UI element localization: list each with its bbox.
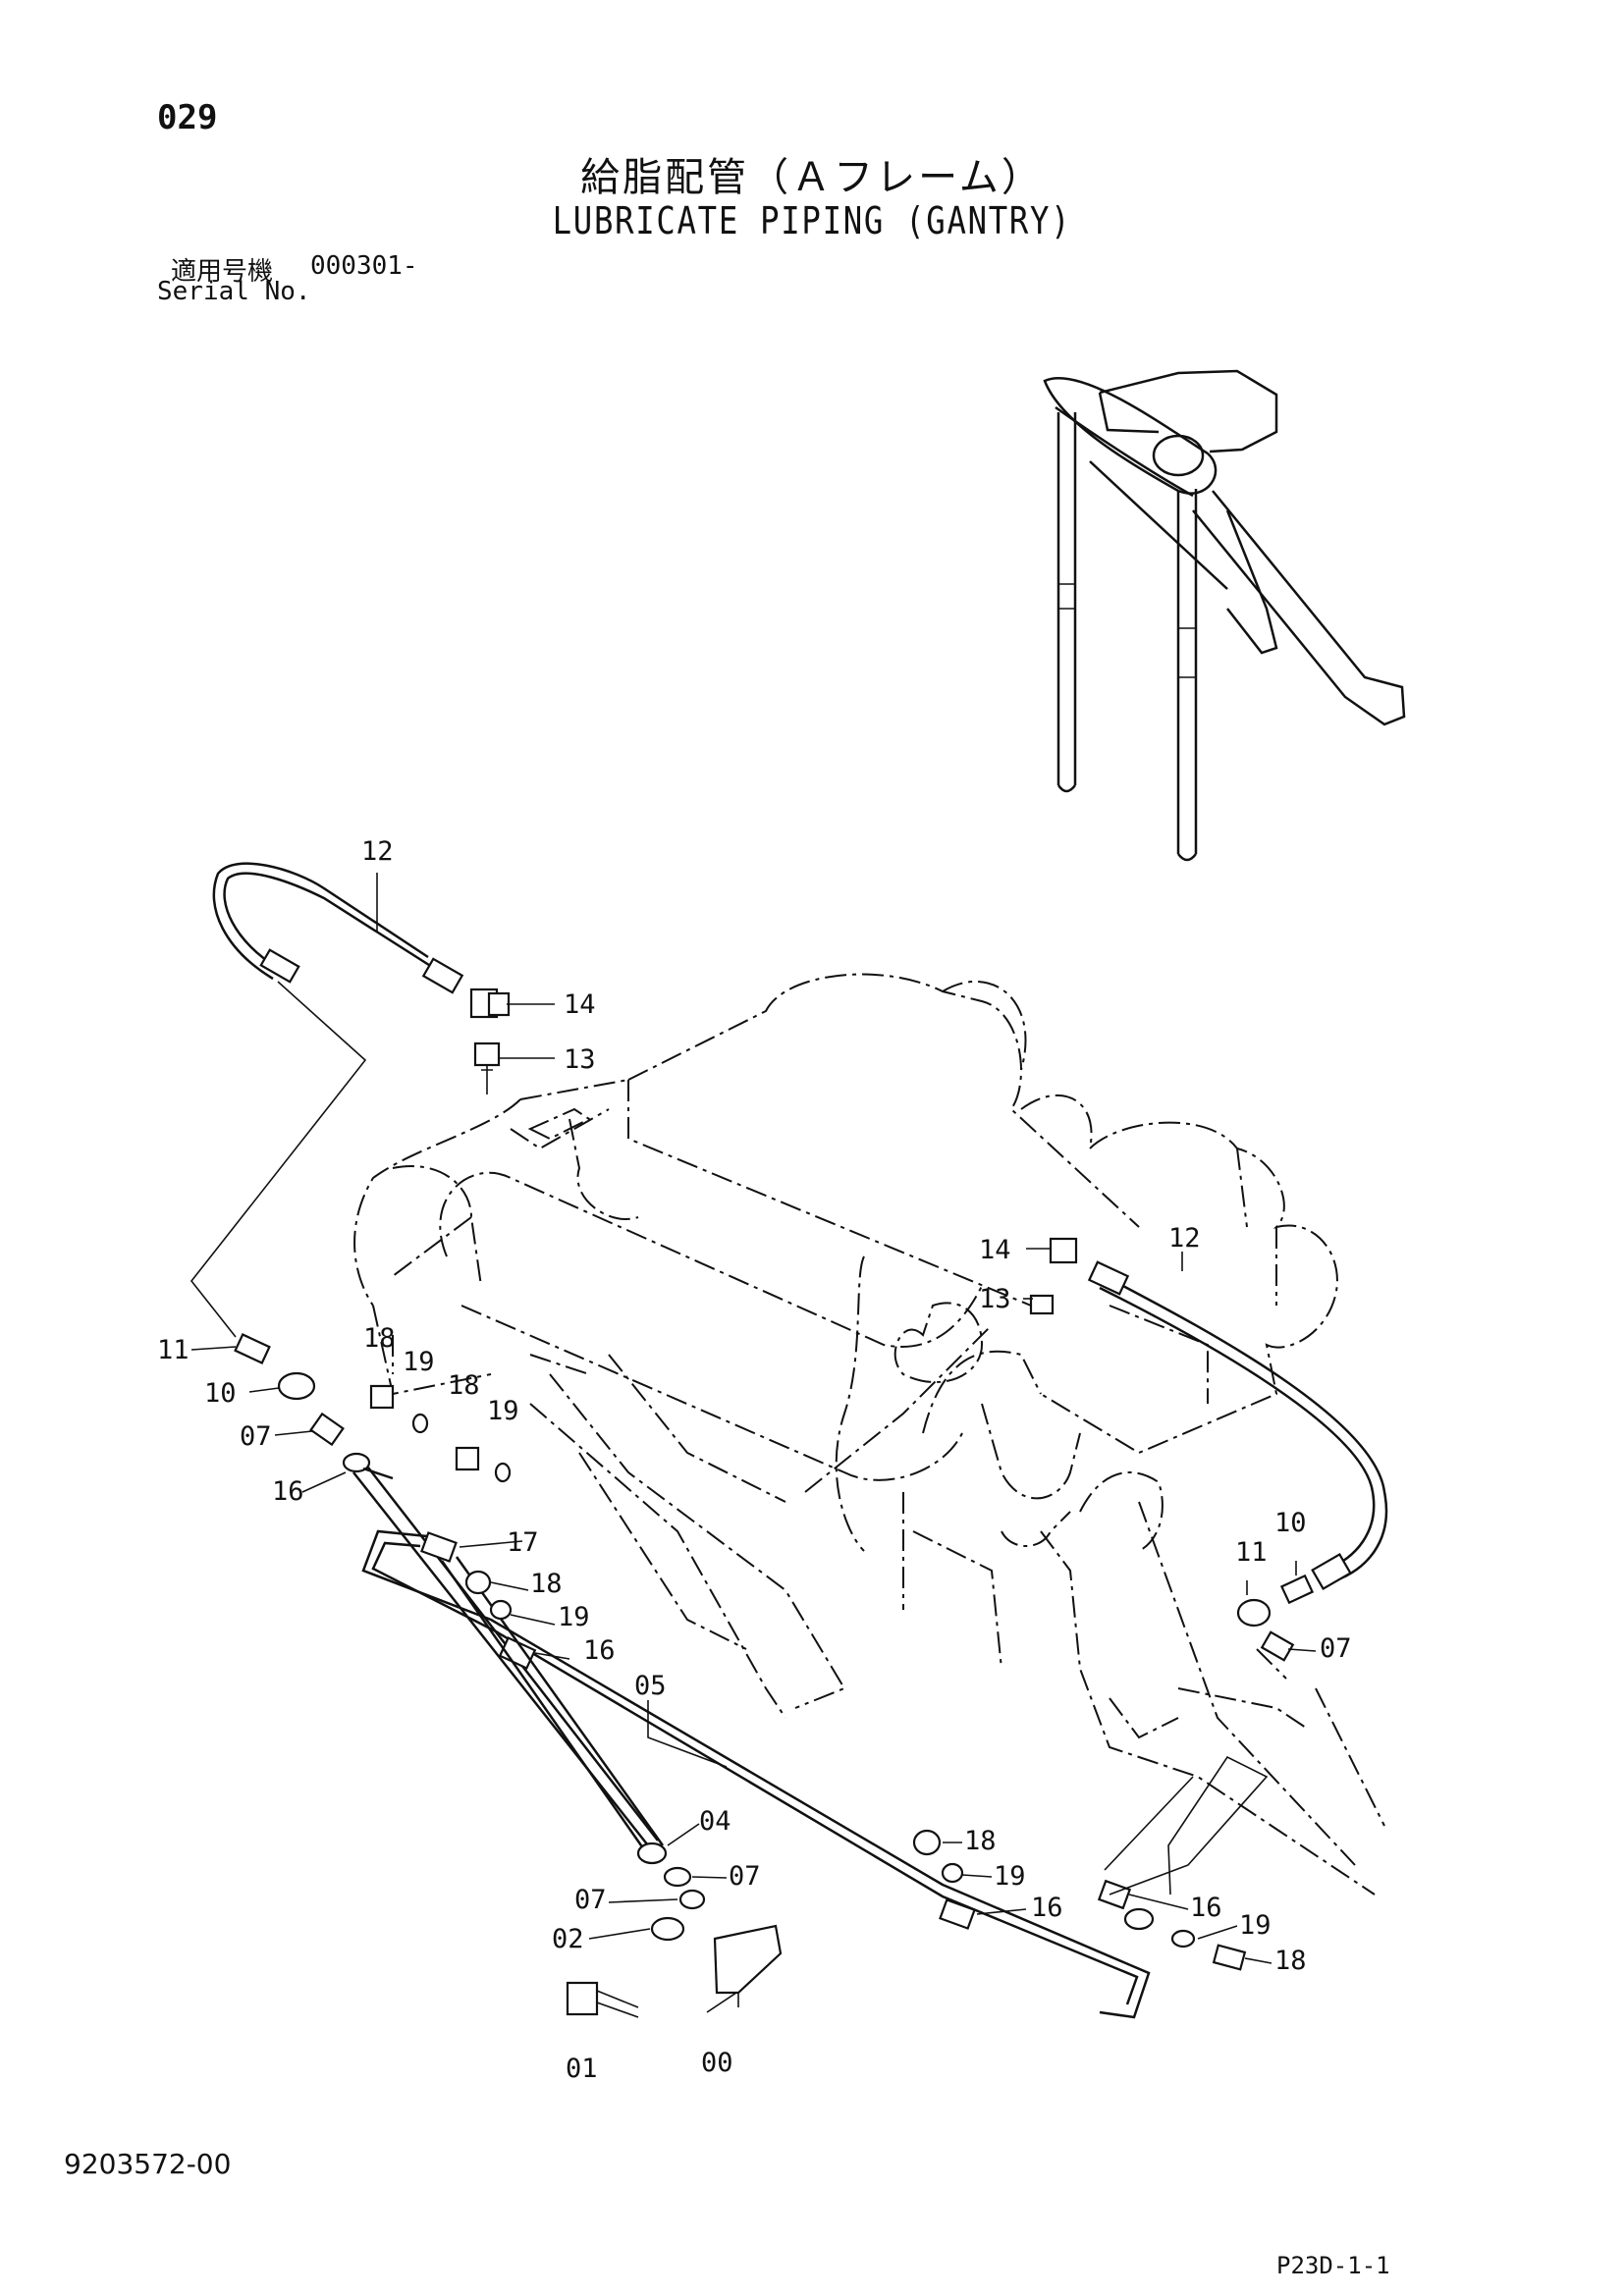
callout-label: 12 (361, 836, 394, 867)
callout-label: 01 (566, 2054, 598, 2084)
callout-label: 12 (1168, 1223, 1201, 1254)
callout-label: 10 (1274, 1508, 1307, 1538)
callout-label: 18 (448, 1370, 480, 1401)
callout-label: 18 (530, 1569, 563, 1599)
serial-number-value: 000301- (310, 251, 418, 281)
callout-label: 04 (699, 1806, 731, 1837)
callout-label: 17 (507, 1527, 539, 1558)
title-english: LUBRICATE PIPING (GANTRY) (552, 199, 1072, 242)
page-code: P23D-1-1 (1276, 2252, 1390, 2279)
leader-lines (190, 873, 1317, 2013)
callout-label: 07 (1320, 1633, 1352, 1664)
serial-label-english: Serial No. (157, 277, 311, 306)
callout-label: 07 (729, 1861, 761, 1892)
title-japanese: 給脂配管（Ａフレーム） (580, 155, 1044, 200)
callout-label: 11 (157, 1335, 189, 1365)
callout-label: 07 (240, 1421, 272, 1452)
callout-label: 02 (552, 1924, 584, 1954)
page-number: 029 (157, 98, 218, 137)
callout-label: 16 (272, 1476, 304, 1507)
document-number: 9203572-00 (64, 2148, 232, 2180)
lubricate-piping (189, 862, 1388, 2019)
callout-label: 13 (979, 1284, 1011, 1314)
callout-label: 19 (994, 1861, 1026, 1892)
serial-label-japanese: 適用号機 (171, 257, 274, 287)
callout-label: 19 (1239, 1910, 1272, 1941)
callout-label: 00 (701, 2048, 733, 2078)
callout-label: 14 (979, 1235, 1011, 1265)
callout-label: 16 (1031, 1893, 1063, 1923)
part-callouts: 12 14 13 14 13 12 11 10 07 16 18 19 18 1… (157, 836, 1352, 2084)
callout-label: 19 (558, 1602, 590, 1632)
callout-label: 19 (487, 1396, 519, 1426)
callout-label: 18 (363, 1323, 396, 1354)
callout-label: 18 (964, 1826, 997, 1856)
callout-label: 07 (574, 1885, 607, 1915)
callout-label: 14 (564, 989, 596, 1020)
inset-gantry-view (1043, 369, 1406, 862)
callout-label: 19 (403, 1347, 435, 1377)
callout-label: 11 (1235, 1537, 1268, 1568)
callout-label: 13 (564, 1044, 596, 1075)
gantry-structure-outline (353, 973, 1385, 1896)
callout-label: 05 (634, 1671, 667, 1701)
callout-label: 16 (1190, 1893, 1222, 1923)
callout-label: 16 (583, 1635, 616, 1666)
callout-label: 18 (1274, 1946, 1307, 1976)
callout-label: 10 (204, 1378, 237, 1409)
